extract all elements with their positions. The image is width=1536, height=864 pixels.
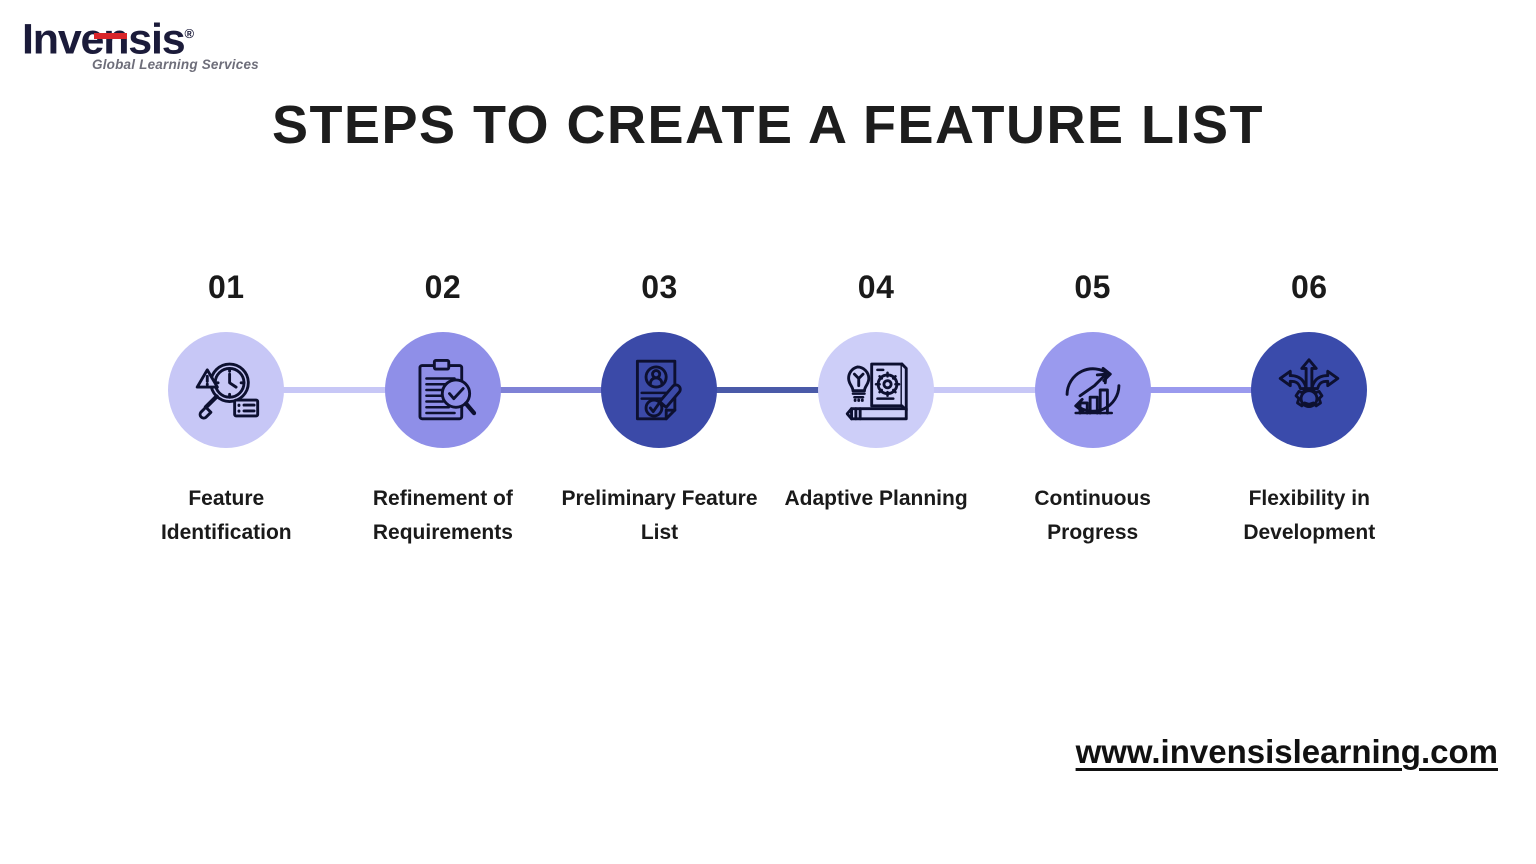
logo-text: Invensis (22, 15, 186, 64)
step-number-05: 05 (1074, 269, 1111, 305)
lightbulb-gear-book-icon (845, 362, 908, 421)
step-circle-wrap-01 (118, 332, 335, 448)
step-number-03: 03 (641, 269, 678, 305)
step-number-01: 01 (208, 269, 245, 305)
registered-mark-icon: ® (184, 26, 195, 41)
step-circle-wrap-05 (984, 332, 1201, 448)
step-icon-circle-06 (1251, 332, 1368, 448)
timeline-step-03: 03 (551, 270, 768, 550)
logo-accent-bar-icon (94, 33, 127, 39)
step-number-04: 04 (857, 269, 895, 305)
step-label-01: Feature Identification (160, 487, 292, 544)
step-icon-circle-02 (384, 332, 501, 448)
gear-multi-arrow-icon (1279, 358, 1340, 408)
step-circle-wrap-02 (334, 332, 552, 448)
growth-chart-refresh-icon (1065, 366, 1121, 415)
step-label-02: Refinement of Requirements (372, 487, 513, 544)
step-label-04: Adaptive Planning (784, 487, 968, 510)
page-title: STEPS TO CREATE A FEATURE LIST (271, 95, 1265, 155)
step-icon-circle-03 (601, 332, 718, 448)
steps-timeline: 01 (118, 270, 1418, 590)
step-number-02: 02 (424, 269, 462, 305)
document-profile-pencil-icon (636, 359, 683, 421)
timeline-step-02: 02 Ref (334, 269, 552, 550)
step-circle-wrap-06 (1200, 332, 1418, 448)
timeline-step-05: 05 (984, 270, 1201, 550)
logo-wordmark: Invensis® (22, 12, 247, 61)
clipboard-check-magnifier-icon (418, 359, 477, 421)
step-circle-wrap-03 (551, 332, 768, 448)
timeline-step-04: 04 (767, 269, 985, 516)
step-label-06: Flexibility in Development (1243, 487, 1376, 544)
timeline-step-01: 01 (118, 270, 335, 550)
step-icon-circle-04 (818, 332, 935, 448)
step-icon-circle-01 (168, 332, 285, 448)
step-number-06: 06 (1290, 269, 1328, 305)
logo-tagline: Global Learning Services (92, 57, 259, 72)
website-url-link[interactable]: www.invensislearning.com (1075, 733, 1498, 770)
clock-magnifier-warning-icon (196, 362, 260, 420)
brand-logo: Invensis® Global Learning Services (22, 12, 259, 74)
timeline-step-06: 06 Flexibility in Development (1200, 269, 1418, 550)
step-label-03: Preliminary Feature List (561, 487, 758, 544)
step-circle-wrap-04 (767, 332, 985, 448)
step-label-05: Continuous Progress (1034, 487, 1151, 544)
step-icon-circle-05 (1034, 332, 1151, 448)
